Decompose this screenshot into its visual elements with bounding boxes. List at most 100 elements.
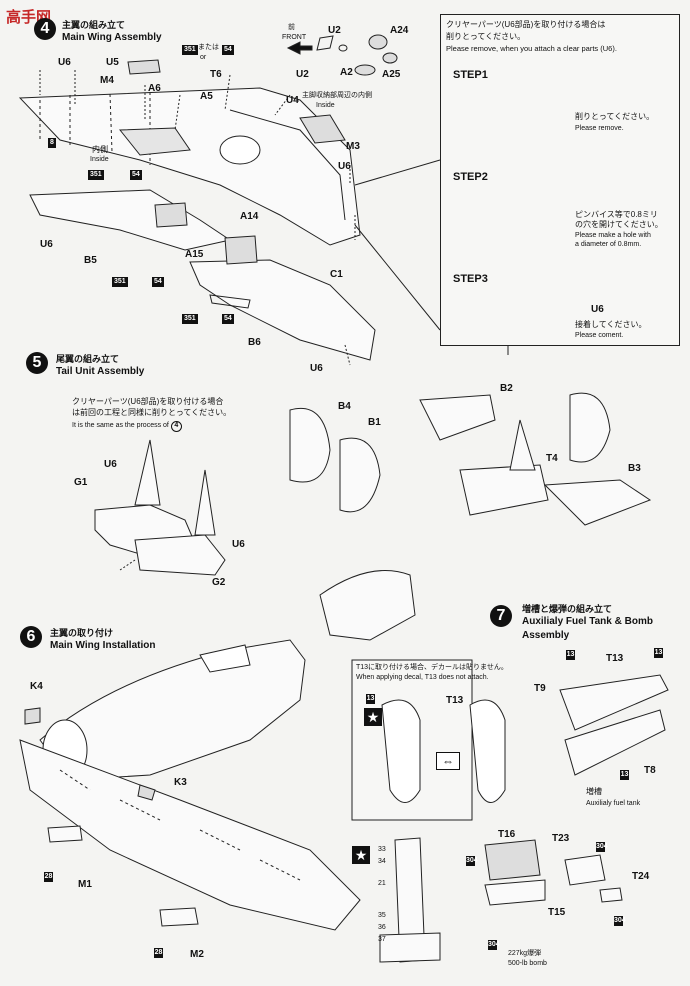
bomb-decal-number: 37 [378,936,386,943]
part-label: U6 [104,459,117,470]
part-label: A14 [240,211,259,222]
inside-long-en: Inside [316,102,335,109]
inside-long-jp: 主脚収納部周辺の内側 [302,92,372,99]
step-7-title-en-1: Auxilialy Fuel Tank & Bomb [522,616,653,627]
callout-header-en: Please remove, when you attach a clear p… [446,44,617,53]
step-7-title-en-2: Assembly [522,630,570,641]
code-box: 304 [488,940,500,950]
part-label: T6 [210,69,222,80]
part-label: B6 [248,337,261,348]
step1-en: Please remove. [575,125,624,132]
bomb-decal-number: 36 [378,924,386,931]
step-5-note-jp-1: クリヤーパーツ(U6部品)を取り付ける場合 [72,397,224,406]
step-6-title-jp: 主翼の取り付け [50,628,114,638]
code-box: 28 [44,872,53,882]
code-box: 54 [222,314,234,324]
part-label: B2 [500,383,513,394]
step-4-title-jp: 主翼の組み立て [62,20,126,30]
part-label: C1 [330,269,343,280]
part-label: U6 [58,57,71,68]
front-label-jp: 前 [288,24,295,31]
step-5-note-en-text: It is the same as the process of [72,422,169,429]
decal-note-jp: T13に取り付ける場合、デカールは貼りません。 [356,664,508,671]
part-label: U6 [338,161,351,172]
step2-en-2: a diameter of 0.8mm. [575,241,642,248]
code-box: 13 [620,770,629,780]
step-5-note-en: It is the same as the process of 4 [72,421,182,432]
front-label-en: FRONT [282,34,307,41]
code-box: 54 [222,45,234,55]
code-box: 351 [182,314,198,324]
part-label: T9 [534,683,546,694]
code-box: 8 [48,138,56,148]
part-label: T24 [632,871,650,882]
step2-en-1: Please make a hole with [575,232,651,239]
step3-label: STEP3 [453,273,488,285]
part-label: A2 [340,67,353,78]
step-4-number: 4 [34,18,56,40]
code-box: 54 [152,277,164,287]
bomb-decal-number: 21 [378,880,386,887]
or-label-en: or [200,54,207,61]
part-label: A25 [382,69,401,80]
step3-jp: 接着してください。 [575,320,647,329]
step2-label: STEP2 [453,171,488,183]
code-box: 351 [88,170,104,180]
part-label: K3 [174,777,187,788]
step-5-title-jp: 尾翼の組み立て [56,354,120,364]
callout-header-jp-1: クリヤーパーツ(U6部品)を取り付ける場合は [446,20,606,29]
part-label: U4 [286,95,299,106]
part-label: G2 [212,577,226,588]
double-arrow-icon: ⇔ [436,752,460,770]
code-box: 351 [182,45,198,55]
code-box: 54 [130,170,142,180]
code-box: 351 [112,277,128,287]
part-label: K4 [30,681,43,692]
part-label: A6 [148,83,161,94]
decal-part-label: T13 [446,695,464,706]
part-label: A15 [185,249,204,260]
part-label: M1 [78,879,92,890]
part-label: B1 [368,417,381,428]
part-label: U6 [40,239,53,250]
step-6-title-en: Main Wing Installation [50,640,156,651]
step-4-title-en: Main Wing Assembly [62,32,162,43]
part-label: B5 [84,255,97,266]
tank-label-en: Auxilialy fuel tank [586,800,641,807]
code-box: 304 [614,916,626,926]
part-label: U6 [310,363,323,374]
part-label: U5 [106,57,119,68]
decal-note-en: When applying decal, T13 does not attach… [356,674,489,681]
part-label: U2 [296,69,309,80]
step2-jp-1: ピンバイス等で0.8ミリ [575,210,658,219]
part-label: B3 [628,463,641,474]
step-7-title-jp: 増槽と爆弾の組み立て [522,604,613,614]
step-6-number: 6 [20,626,42,648]
part-label: A24 [390,25,409,36]
code-box: 13 [566,650,575,660]
step1-label: STEP1 [453,69,488,81]
part-label: G1 [74,477,88,488]
step3-en: Please coment. [575,332,624,339]
inside-label-jp: 内側 [92,145,108,154]
star-insignia-icon: ★ [364,708,382,726]
step-5-title-en: Tail Unit Assembly [56,366,145,377]
part-label: T4 [546,453,558,464]
part-label: T8 [644,765,656,776]
bomb-decal-number: 34 [378,858,386,865]
code-box: 13 [654,648,663,658]
part-label: T23 [552,833,570,844]
bomb-decal-number: 33 [378,846,386,853]
step2-jp-2: の穴を開けてください。 [575,220,663,229]
part-label: M2 [190,949,204,960]
step-7-number: 7 [490,605,512,627]
step-5-note-ref: 4 [170,421,182,432]
callout-header-jp-2: 削りとってください。 [446,32,526,41]
part-label: B4 [338,401,351,412]
step-5-note-jp-2: は前回の工程と同様に削りとってください。 [72,408,232,417]
code-box: 304 [596,842,608,852]
decal-number-box: 13 [366,694,375,704]
or-label: または [198,44,219,51]
part-label: M4 [100,75,114,86]
